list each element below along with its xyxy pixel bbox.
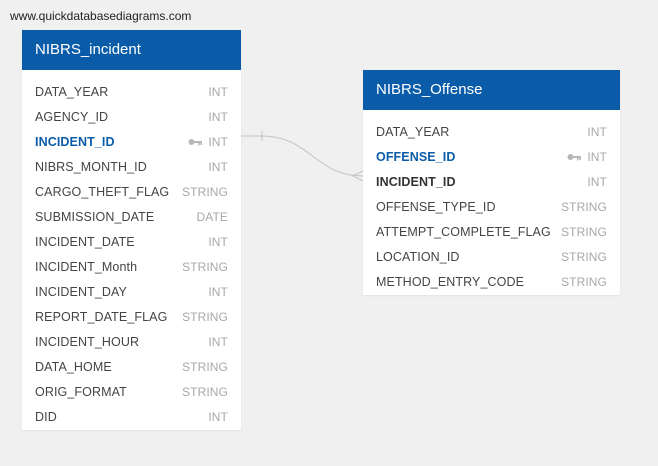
column-name: NIBRS_MONTH_ID — [35, 159, 147, 174]
column-name: DATA_HOME — [35, 359, 112, 374]
column-type-with-key: INT — [567, 150, 607, 164]
column-row[interactable]: INCIDENT_DATE INT — [22, 229, 241, 254]
column-row[interactable]: INCIDENT_Month STRING — [22, 254, 241, 279]
column-type-with-key: INT — [188, 135, 228, 149]
column-row[interactable]: ORIG_FORMAT STRING — [22, 379, 241, 404]
column-name: OFFENSE_ID — [376, 149, 456, 164]
column-name: OFFENSE_TYPE_ID — [376, 199, 496, 214]
column-name: DID — [35, 409, 57, 424]
column-row[interactable]: DATA_HOME STRING — [22, 354, 241, 379]
key-icon — [188, 138, 203, 145]
column-name: CARGO_THEFT_FLAG — [35, 184, 170, 199]
column-type: INT — [587, 124, 607, 139]
column-row[interactable]: ATTEMPT_COMPLETE_FLAG STRING — [363, 219, 620, 244]
column-type: INT — [587, 174, 607, 189]
column-type: INT — [208, 159, 228, 174]
column-row[interactable]: SUBMISSION_DATE DATE — [22, 204, 241, 229]
column-type: INT — [208, 409, 228, 424]
column-type: INT — [208, 84, 228, 99]
column-type: DATE — [196, 209, 228, 224]
column-name: INCIDENT_DAY — [35, 284, 127, 299]
column-name: METHOD_ENTRY_CODE — [376, 274, 525, 289]
column-name: INCIDENT_HOUR — [35, 334, 140, 349]
column-name: AGENCY_ID — [35, 109, 109, 124]
column-name: REPORT_DATE_FLAG — [35, 309, 168, 324]
column-type: INT — [208, 234, 228, 249]
table-nibrs-offense[interactable]: NIBRS_Offense DATA_YEAR INT OFFENSE_ID IN… — [363, 70, 620, 295]
relationship-line — [241, 135, 364, 177]
column-name: INCIDENT_ID — [35, 134, 115, 149]
column-type: INT — [587, 149, 607, 164]
column-row[interactable]: DATA_YEAR INT — [22, 79, 241, 104]
column-type: STRING — [182, 359, 228, 374]
column-row[interactable]: METHOD_ENTRY_CODE STRING — [363, 269, 620, 294]
column-row[interactable]: DID INT — [22, 404, 241, 429]
table-title[interactable]: NIBRS_Offense — [363, 70, 620, 110]
many-marker — [351, 170, 364, 182]
column-type: STRING — [182, 384, 228, 399]
column-type: STRING — [561, 249, 607, 264]
column-row[interactable]: NIBRS_MONTH_ID INT — [22, 154, 241, 179]
table-title[interactable]: NIBRS_incident — [22, 30, 241, 70]
column-name: ATTEMPT_COMPLETE_FLAG — [376, 224, 551, 239]
column-name: INCIDENT_Month — [35, 259, 138, 274]
column-type: STRING — [561, 224, 607, 239]
column-name: DATA_YEAR — [376, 124, 450, 139]
column-type: STRING — [182, 259, 228, 274]
watermark: www.quickdatabasediagrams.com — [10, 9, 192, 23]
column-type: INT — [208, 134, 228, 149]
column-row[interactable]: AGENCY_ID INT — [22, 104, 241, 129]
column-row[interactable]: OFFENSE_TYPE_ID STRING — [363, 194, 620, 219]
column-name: DATA_YEAR — [35, 84, 109, 99]
foreign-key-row[interactable]: INCIDENT_ID INT — [363, 169, 620, 194]
column-type: INT — [208, 109, 228, 124]
column-type: INT — [208, 334, 228, 349]
column-type: STRING — [182, 309, 228, 324]
column-name: LOCATION_ID — [376, 249, 460, 264]
column-row[interactable]: DATA_YEAR INT — [363, 119, 620, 144]
primary-key-row[interactable]: INCIDENT_ID INT — [22, 129, 241, 154]
column-row[interactable]: REPORT_DATE_FLAG STRING — [22, 304, 241, 329]
primary-key-row[interactable]: OFFENSE_ID INT — [363, 144, 620, 169]
column-type: INT — [208, 284, 228, 299]
table-nibrs-incident[interactable]: NIBRS_incident DATA_YEAR INT AGENCY_ID INT… — [22, 30, 241, 430]
column-name: ORIG_FORMAT — [35, 384, 127, 399]
column-list: DATA_YEAR INT AGENCY_ID INT INCIDENT_ID IN… — [22, 70, 241, 429]
column-name: INCIDENT_ID — [376, 174, 456, 189]
key-icon — [567, 153, 582, 160]
column-type: STRING — [182, 184, 228, 199]
column-name: INCIDENT_DATE — [35, 234, 135, 249]
column-row[interactable]: LOCATION_ID STRING — [363, 244, 620, 269]
column-row[interactable]: CARGO_THEFT_FLAG STRING — [22, 179, 241, 204]
column-row[interactable]: INCIDENT_DAY INT — [22, 279, 241, 304]
column-row[interactable]: INCIDENT_HOUR INT — [22, 329, 241, 354]
column-type: STRING — [561, 199, 607, 214]
column-type: STRING — [561, 274, 607, 289]
column-name: SUBMISSION_DATE — [35, 209, 155, 224]
